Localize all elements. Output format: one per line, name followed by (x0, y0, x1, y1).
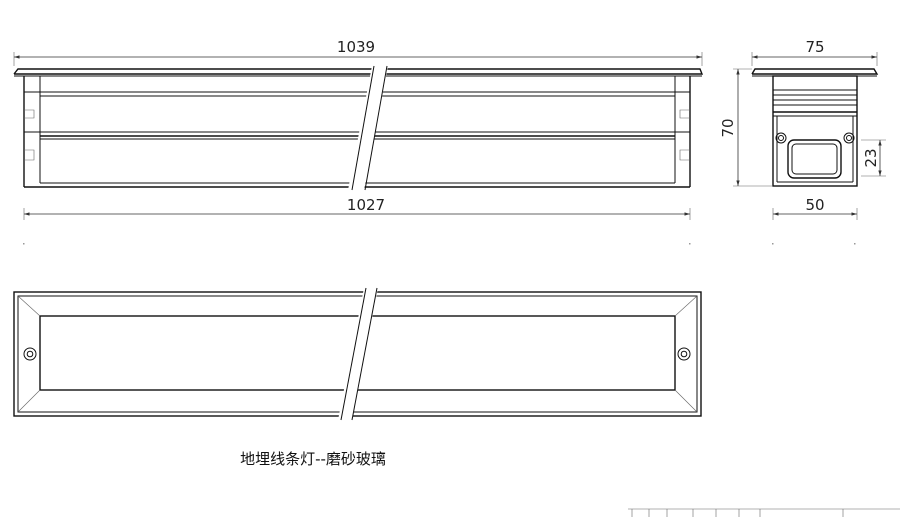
top-view (13, 287, 702, 421)
title-block-fragment (628, 508, 900, 517)
dim-total-length: 1039 (13, 38, 703, 66)
side-view (13, 65, 704, 191)
dim-body-width: 50 (772, 196, 858, 220)
drawing-caption: 地埋线条灯--磨砂玻璃 (240, 450, 386, 468)
reference-dots (23, 243, 856, 245)
dim-height: 70 (719, 68, 773, 187)
dim-terminal-height-label: 23 (862, 148, 880, 167)
dim-flange-width-label: 75 (805, 38, 824, 56)
dim-total-length-label: 1039 (337, 38, 375, 56)
dim-body-width-label: 50 (805, 196, 824, 214)
dim-body-length: 1027 (23, 196, 691, 220)
dim-body-length-label: 1027 (347, 196, 385, 214)
dim-height-label: 70 (719, 118, 737, 137)
screw-right-icon (677, 347, 691, 361)
end-view (751, 68, 879, 187)
dim-flange-width: 75 (751, 38, 878, 66)
dim-terminal-height: 23 (861, 139, 886, 177)
screw-left-icon (23, 347, 37, 361)
